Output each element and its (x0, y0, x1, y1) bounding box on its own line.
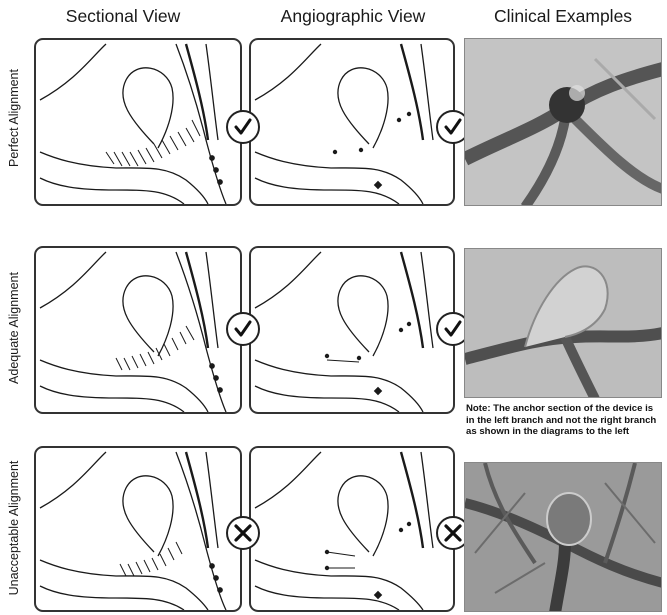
column-header-clinical: Clinical Examples (494, 6, 632, 27)
row-label-unacceptable: Unacceptable Alignment (7, 461, 21, 596)
sectional-diagram-unacceptable (34, 446, 242, 612)
angiographic-diagram-perfect (249, 38, 455, 206)
sectional-diagram-adequate (34, 246, 242, 414)
row-label-perfect: Perfect Alignment (7, 69, 21, 167)
sectional-diagram-perfect (34, 38, 242, 206)
clinical-image-perfect (464, 38, 662, 206)
check-mark-icon (226, 312, 260, 346)
clinical-image-adequate (464, 248, 662, 398)
angiographic-diagram-unacceptable (249, 446, 455, 612)
check-mark-icon (226, 110, 260, 144)
clinical-image-unacceptable (464, 462, 662, 612)
column-header-angiographic: Angiographic View (281, 6, 426, 27)
x-mark-icon (226, 516, 260, 550)
row-label-adequate: Adequate Alignment (7, 272, 21, 384)
column-header-sectional: Sectional View (66, 6, 180, 27)
angiographic-diagram-adequate (249, 246, 455, 414)
clinical-note: Note: The anchor section of the device i… (466, 403, 664, 438)
